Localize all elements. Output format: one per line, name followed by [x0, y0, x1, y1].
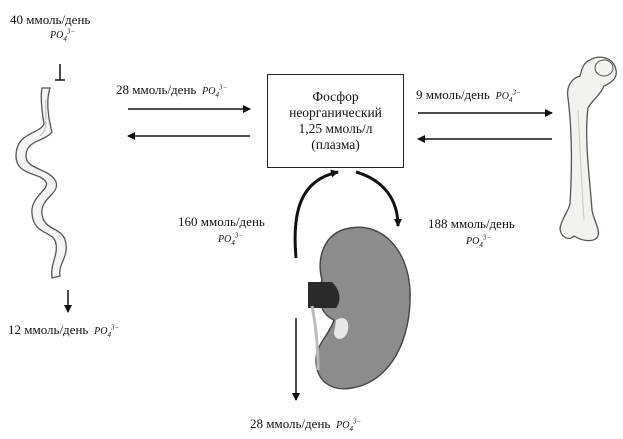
plasma-to-bone-label: 9 ммоль/день PO43−	[416, 87, 521, 104]
kidney-to-plasma-arrow	[293, 169, 339, 259]
center-box-line-1: Фосфор	[312, 89, 359, 104]
urinary-value: 28 ммоль/день	[250, 416, 331, 431]
intake-ion: PO43−	[50, 27, 76, 43]
urinary-label: 28 ммоль/день PO43−	[250, 416, 361, 433]
plasma-to-kidney-label: 188 ммоль/день	[428, 216, 515, 231]
plasma-to-bone-value: 9 ммоль/день	[416, 87, 490, 102]
kidney-to-plasma-value: 160 ммоль/день	[178, 214, 265, 229]
kidney-highlight	[334, 318, 349, 339]
fecal-value: 12 ммоль/день	[8, 322, 89, 337]
plasma-phosphorus-box: Фосфор неорганический 1,25 ммоль/л (плаз…	[267, 74, 404, 168]
kidney-to-plasma-label: 160 ммоль/день	[178, 214, 265, 229]
bone-head	[594, 59, 614, 77]
bone-detail	[577, 109, 585, 221]
gut-to-plasma-label: 28 ммоль/день PO43−	[116, 82, 227, 99]
center-box-line-4: (плазма)	[311, 137, 360, 152]
gut-to-plasma-ion: PO43−	[202, 83, 228, 99]
intestine-inner-line	[39, 99, 47, 137]
center-box-line-3: 1,25 ммоль/л	[298, 121, 373, 136]
gut-to-plasma-value: 28 ммоль/день	[116, 82, 197, 97]
plasma-to-kidney-value: 188 ммоль/день	[428, 216, 515, 231]
urinary-ion: PO43−	[336, 417, 362, 433]
kidney-to-plasma-ion: PO43−	[218, 231, 244, 247]
fecal-ion: PO43−	[94, 323, 120, 339]
center-box-line-2: неорганический	[289, 105, 382, 120]
ureter	[310, 305, 320, 371]
kidney-shape	[315, 226, 411, 390]
kidney-pelvis	[308, 282, 340, 308]
plasma-to-bone-ion: PO43−	[495, 88, 521, 104]
bone-shape	[559, 56, 617, 242]
fecal-label: 12 ммоль/день PO43−	[8, 322, 119, 339]
plasma-to-kidney-ion: PO43−	[466, 233, 492, 249]
intake-value: 40 ммоль/день	[10, 12, 91, 27]
plasma-to-kidney-arrow	[355, 170, 402, 227]
intake-label: 40 ммоль/день	[10, 12, 90, 27]
intestine-shape	[15, 87, 67, 279]
